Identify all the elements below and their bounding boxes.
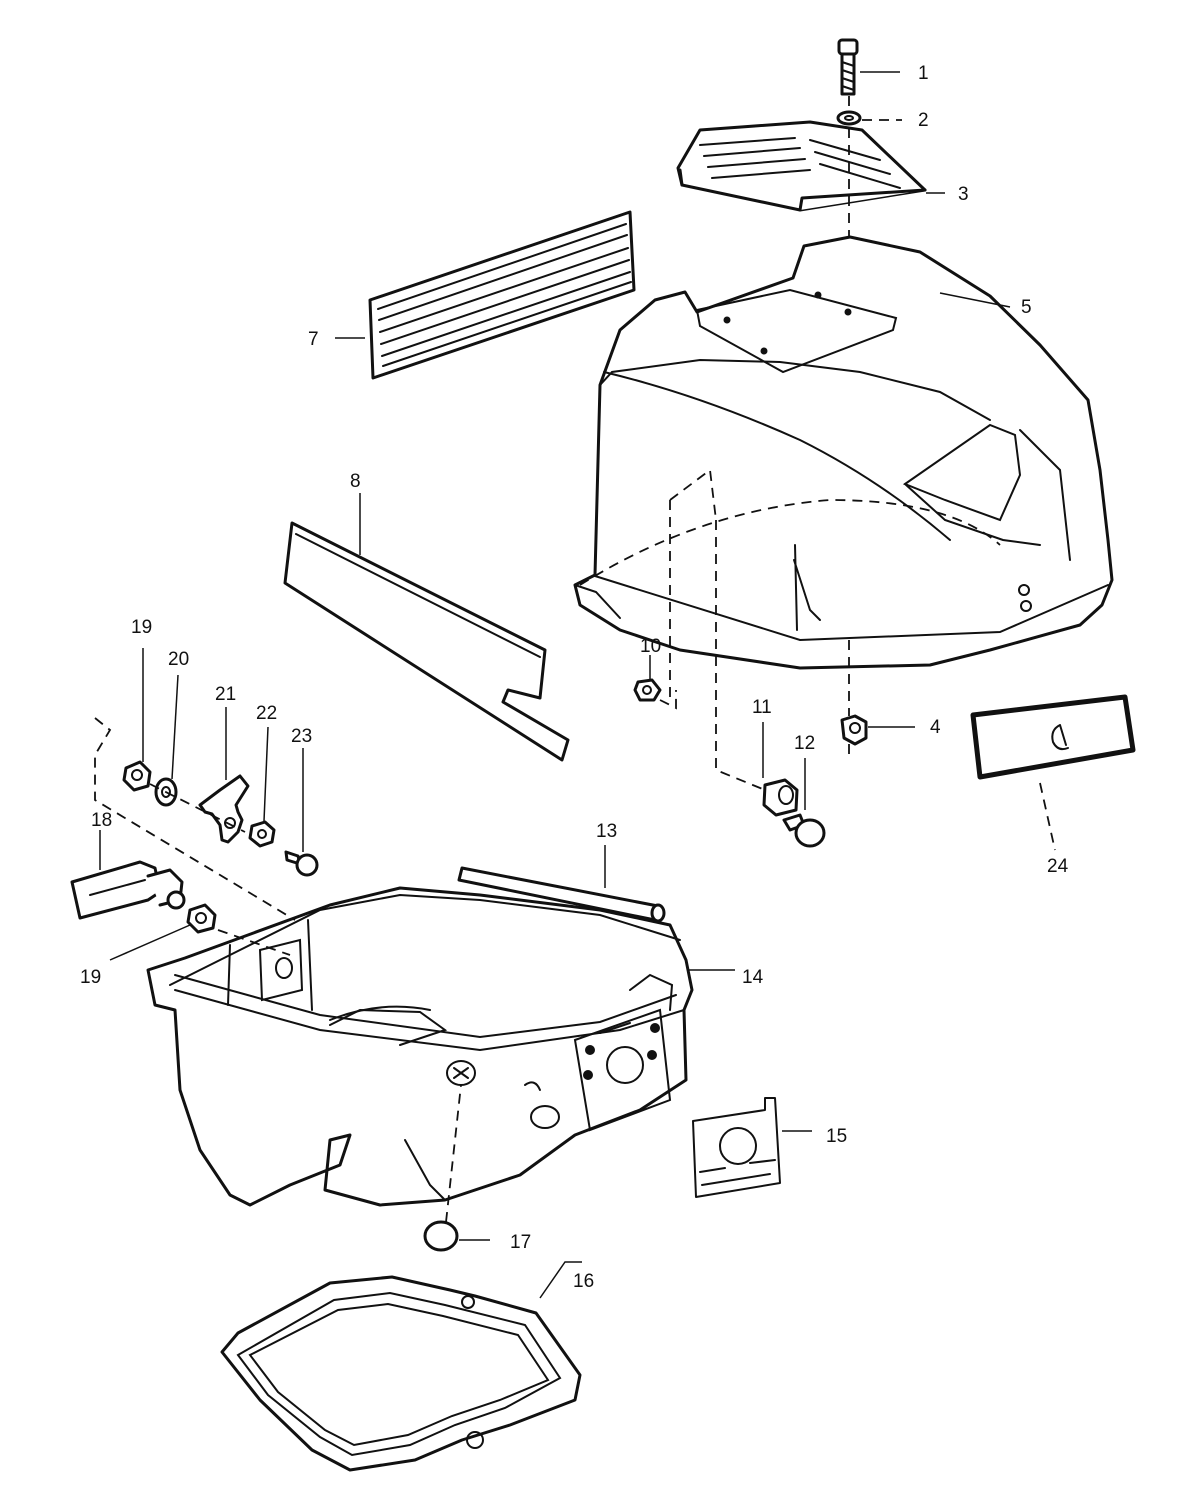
part-12-pin[interactable] [782,813,826,848]
part-1-screw[interactable] [837,38,859,96]
callout-11: 11 [752,697,772,718]
callout-1: 1 [918,63,929,84]
part-15-label-plate[interactable] [692,1097,781,1198]
callout-3: 3 [958,184,969,205]
callout-7: 7 [308,329,319,350]
part-18-handle[interactable] [70,860,186,920]
part-19-nut-lower[interactable] [186,903,217,934]
part-7-decal[interactable] [368,210,636,380]
part-8-panel[interactable] [283,521,570,762]
part-4-nut[interactable] [840,714,868,746]
callout-10: 10 [640,636,661,657]
part-2-washer[interactable] [836,110,862,126]
callout-14: 14 [742,967,764,988]
callout-13: 13 [596,821,617,842]
part-10-nut[interactable] [633,678,662,702]
callout-15: 15 [826,1126,847,1147]
callout-4: 4 [930,717,941,738]
part-23-screw[interactable] [284,850,319,877]
callout-20: 20 [168,649,189,670]
part-16-gasket[interactable] [220,1275,582,1472]
part-3-top-plate[interactable] [676,120,927,212]
callout-2: 2 [918,110,929,131]
part-14-bottom-cowl[interactable] [146,886,694,1207]
callout-19-upper: 19 [131,617,152,638]
callout-18: 18 [91,810,112,831]
part-17-plug[interactable] [423,1220,459,1252]
callout-16: 16 [573,1271,594,1292]
callout-5: 5 [1021,297,1032,318]
part-5-top-cowl[interactable] [573,235,1114,700]
callout-8: 8 [350,471,361,492]
part-19-nut-upper[interactable] [122,760,152,792]
callout-24: 24 [1047,856,1069,877]
part-21-latch[interactable] [198,774,250,844]
callout-19-lower: 19 [80,967,101,988]
callout-22: 22 [256,703,277,724]
part-11-grommet[interactable] [762,778,799,817]
callout-21: 21 [215,684,236,705]
callout-17: 17 [510,1232,531,1253]
callout-12: 12 [794,733,815,754]
part-24-decal[interactable] [970,694,1136,780]
part-22-nut[interactable] [248,820,276,848]
callout-23: 23 [291,726,312,747]
